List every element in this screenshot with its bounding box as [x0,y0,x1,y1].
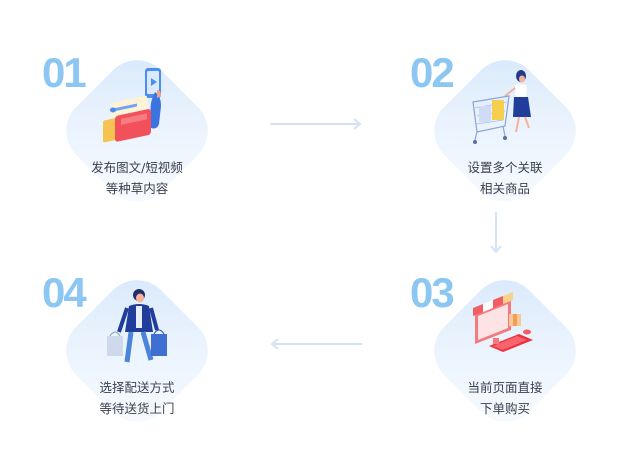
step-03: 03 当前页面直接 下单购买 [410,266,600,456]
online-store-computer-icon [473,292,533,352]
step-label: 设置多个关联 相关商品 [410,157,600,199]
step-label: 发布图文/短视频 等种草内容 [42,157,232,199]
step-label-line1: 设置多个关联 [467,160,543,175]
step-label-line1: 当前页面直接 [467,380,543,395]
step-label-line2: 相关商品 [479,181,530,196]
arrow-down-icon [490,212,502,254]
step-01: 01 发布图文/短视频 等种草内容 [42,46,232,236]
step-label-line1: 发布图文/短视频 [91,160,183,175]
step-02: 02 设置多个关联 相关商品 [410,46,600,236]
step-label: 选择配送方式 等待送货上门 [42,377,232,419]
step-number: 02 [410,49,455,96]
arrow-right-icon [270,118,362,130]
step-label-line2: 下单购买 [479,401,530,416]
step-label-line1: 选择配送方式 [99,380,175,395]
step-number: 03 [410,269,455,316]
step-label-line2: 等种草内容 [105,181,169,196]
shopping-cart-woman-icon [472,70,531,144]
step-04: 04 选择配送方式 等待送货上门 [42,266,232,456]
step-label-line2: 等待送货上门 [99,401,175,416]
arrow-left-icon [270,338,362,350]
step-label: 当前页面直接 下单购买 [410,377,600,419]
phone-video-content-icon [103,68,161,143]
man-with-shopping-bags-icon [107,289,167,363]
step-number: 04 [42,269,87,316]
step-number: 01 [42,49,87,96]
